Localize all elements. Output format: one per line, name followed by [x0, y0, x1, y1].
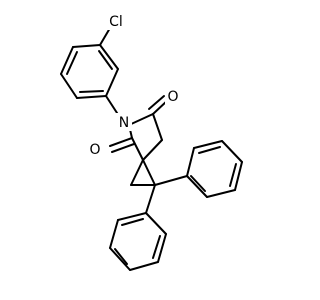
oxygen-bottom-label: O: [89, 142, 100, 158]
bond: [117, 212, 147, 221]
double-bond-inner: [66, 51, 78, 75]
bond: [142, 159, 156, 186]
bond: [60, 73, 78, 99]
bond: [206, 189, 236, 198]
bond: [131, 137, 144, 161]
bond: [99, 44, 119, 70]
bond: [109, 219, 119, 249]
chlorophenyl-ring: [60, 44, 119, 99]
bond: [142, 139, 163, 161]
double-bond-inner: [98, 50, 113, 70]
bond-cp-phenyl-1: [154, 175, 188, 186]
bond: [129, 261, 159, 271]
atom-cl: Cl: [107, 12, 125, 30]
bond: [105, 68, 119, 97]
chlorine-label: Cl: [109, 14, 123, 30]
bond-c-cl: [99, 27, 111, 46]
bond: [152, 113, 163, 141]
double-bond-inner: [229, 163, 237, 187]
phenyl-ring-2: [109, 212, 167, 271]
carbonyl-bottom: [109, 137, 133, 147]
bond: [72, 44, 101, 48]
bond: [145, 212, 167, 235]
double-bond-inner: [79, 90, 104, 93]
atom-n: N: [116, 113, 132, 131]
double-bond-inner: [152, 235, 161, 259]
bond: [157, 233, 167, 263]
carbonyl-bottom-double: [111, 143, 135, 153]
bond: [128, 113, 154, 126]
bond: [60, 46, 74, 75]
molecule-diagram: Cl N O O: [60, 12, 243, 271]
bond: [193, 140, 223, 149]
phenyl-ring-1: [186, 140, 243, 198]
atom-o-top: O: [165, 87, 181, 105]
bond: [109, 247, 131, 271]
bond: [76, 95, 107, 99]
cyclopropane-ring: [130, 159, 156, 186]
bond: [186, 175, 208, 198]
bond: [186, 147, 195, 177]
succinimide-ring: [128, 113, 163, 161]
double-bond-inner: [190, 175, 206, 192]
bond-aryl-n: [105, 95, 120, 117]
structure-svg: Cl N O O: [60, 12, 243, 271]
double-bond-inner: [114, 248, 128, 265]
bond: [130, 159, 144, 186]
bond-cp-phenyl-2: [145, 184, 156, 214]
double-bond-inner: [198, 146, 221, 154]
atom-o-bottom: O: [87, 140, 103, 158]
bond: [221, 140, 243, 163]
double-bond-inner: [121, 218, 144, 226]
bond: [234, 161, 243, 191]
nitrogen-label: N: [119, 115, 129, 131]
carbonyl-top-double: [148, 95, 165, 110]
oxygen-top-label: O: [167, 89, 178, 105]
